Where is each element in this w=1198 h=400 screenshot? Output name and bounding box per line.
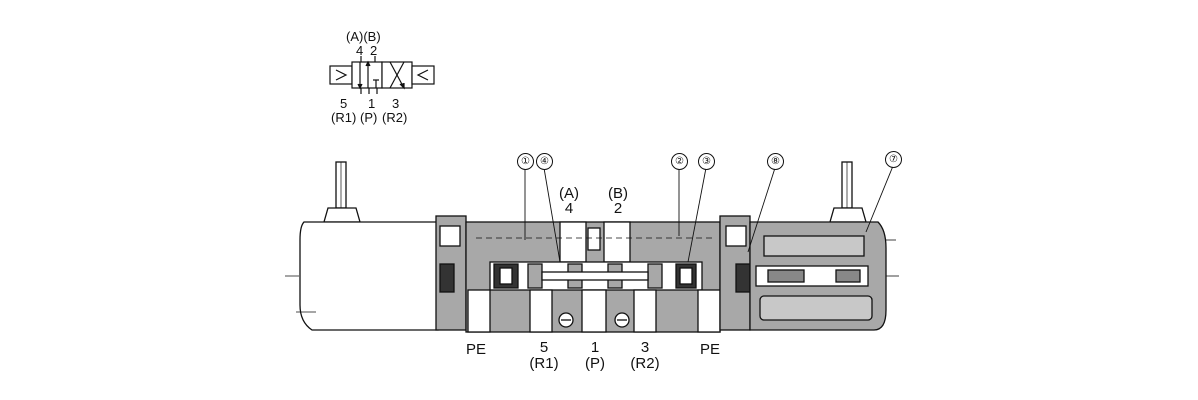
symbol-port-5-num: 5	[340, 96, 348, 111]
port-a-name: (A)	[559, 185, 579, 202]
port-3-num: 3	[640, 339, 650, 356]
right-pilot-actuator	[719, 161, 896, 331]
pe-left-label: PE	[466, 341, 487, 358]
valve-body	[465, 221, 721, 333]
symbol-port-2: 2	[370, 43, 378, 58]
callout-leaders	[524, 165, 894, 263]
callout-3: ③	[698, 153, 715, 170]
symbol-port-1-num: 1	[368, 96, 376, 111]
port-5-num: 5	[539, 339, 549, 356]
callout-8: ⑧	[767, 153, 784, 170]
symbol-port-3-name: (R2)	[382, 110, 408, 125]
valve-symbol	[329, 56, 435, 94]
symbol-port-5-name: (R1)	[331, 110, 357, 125]
port-1-num: 1	[590, 339, 600, 356]
symbol-top-ports-label: (A)(B)	[346, 29, 381, 44]
callout-4: ④	[536, 153, 553, 170]
callout-1: ①	[517, 153, 534, 170]
callout-7: ⑦	[885, 151, 902, 168]
symbol-port-4: 4	[356, 43, 364, 58]
port-5-name: (R1)	[529, 355, 559, 372]
symbol-port-3-num: 3	[392, 96, 400, 111]
pe-right-label: PE	[700, 341, 721, 358]
port-b-name: (B)	[608, 185, 628, 202]
port-b-num: 2	[613, 200, 623, 217]
port-1-name: (P)	[585, 355, 605, 372]
port-a-num: 4	[564, 200, 574, 217]
port-3-name: (R2)	[630, 355, 660, 372]
symbol-port-1-name: (P)	[360, 110, 378, 125]
callout-2: ②	[671, 153, 688, 170]
left-pilot-actuator	[296, 161, 467, 331]
